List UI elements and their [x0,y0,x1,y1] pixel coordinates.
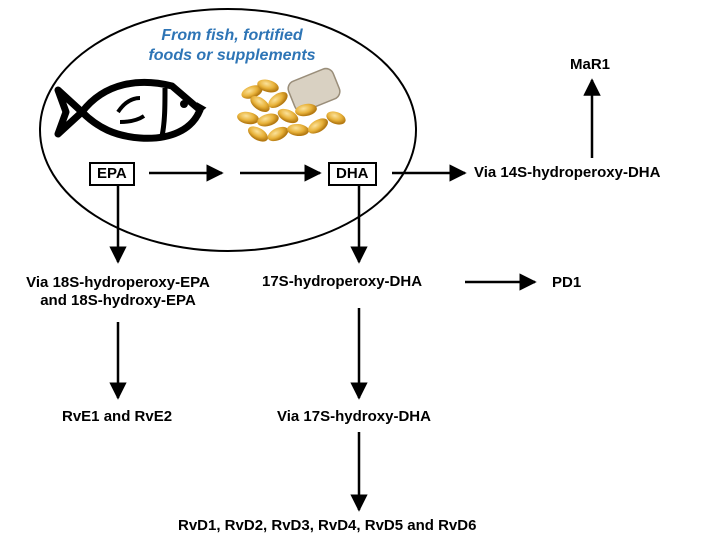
source-line-1: From fish, fortified [161,27,303,44]
dha-node: DHA [328,162,377,186]
via-18s-label: Via 18S-hydroperoxy-EPA and 18S-hydroxy-… [2,274,234,310]
rvd-label: RvD1, RvD2, RvD3, RvD4, RvD5 and RvD6 [178,517,477,534]
source-caption: From fish, fortified foods or supplement… [112,26,352,66]
source-line-2: foods or supplements [148,47,316,64]
rve-label: RvE1 and RvE2 [62,408,173,425]
fish-oil-capsules-icon [237,67,346,142]
epa-node: EPA [89,162,135,186]
mar1-label: MaR1 [570,56,611,73]
source-ellipse [39,8,417,252]
via-14s-hydroperoxy-dha-label: Via 14S-hydroperoxy-DHA [474,164,661,181]
arrows [109,78,601,512]
pd1-label: PD1 [552,274,582,291]
17s-hydroperoxy-dha-label: 17S-hydroperoxy-DHA [262,273,423,290]
via-18s-line-1: Via 18S-hydroperoxy-EPA [26,274,210,291]
via-18s-line-2: and 18S-hydroxy-EPA [40,292,196,309]
fish-icon [54,78,207,142]
via-17s-hydroxy-dha-label: Via 17S-hydroxy-DHA [277,408,431,425]
